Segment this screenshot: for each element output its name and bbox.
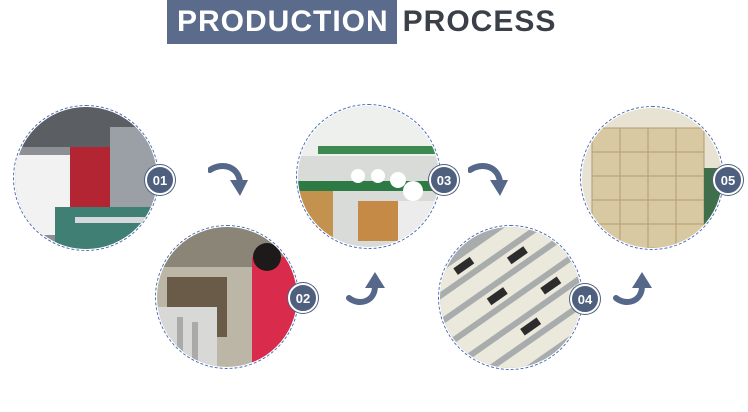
curved-arrow-icon bbox=[208, 163, 248, 196]
title-highlight: PRODUCTION bbox=[167, 0, 397, 44]
step-01-photo bbox=[15, 107, 157, 249]
step-01-badge: 01 bbox=[145, 165, 175, 195]
step-05-photo bbox=[582, 108, 722, 248]
page-title: PRODUCTION PROCESS bbox=[167, 0, 556, 44]
curved-arrow-icon bbox=[346, 272, 385, 305]
step-05-badge: 05 bbox=[713, 165, 743, 195]
title-rest: PROCESS bbox=[402, 5, 557, 38]
step-02-photo bbox=[157, 227, 297, 367]
curved-arrow-icon bbox=[613, 272, 652, 305]
step-03-photo bbox=[298, 106, 439, 247]
step-03-badge: 03 bbox=[429, 165, 459, 195]
curved-arrow-icon bbox=[468, 163, 508, 196]
step-04-badge: 04 bbox=[570, 284, 600, 314]
step-02-badge: 02 bbox=[288, 283, 318, 313]
step-04-photo bbox=[440, 227, 581, 368]
